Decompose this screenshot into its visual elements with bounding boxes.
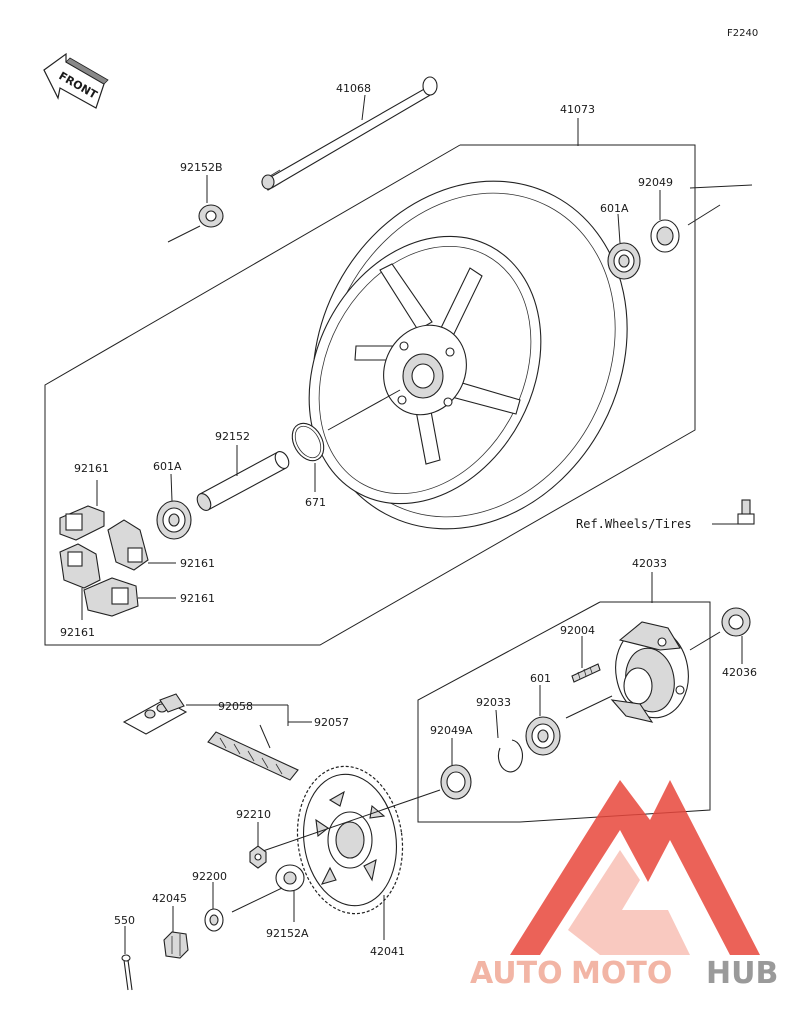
label-42036: 42036 [722, 666, 757, 679]
label-92161-d: 92161 [60, 626, 95, 639]
label-92152A: 92152A [266, 927, 309, 940]
label-92152: 92152 [215, 430, 250, 443]
sprocket-42041 [296, 765, 404, 915]
collar-92152B [198, 204, 224, 228]
damper-92161-top [59, 505, 105, 541]
axle-shaft [261, 76, 438, 191]
front-arrow-icon: FRONT [43, 52, 109, 109]
damper-92161-left [59, 543, 101, 589]
label-41073: 41073 [560, 103, 595, 116]
watermark-text-hub: HUB [706, 956, 778, 991]
label-92033: 92033 [476, 696, 511, 709]
label-41068: 41068 [336, 82, 371, 95]
label-42041: 42041 [370, 945, 405, 958]
bearing-601 [525, 716, 561, 756]
label-671: 671 [305, 496, 326, 509]
seal-92049A [440, 764, 472, 800]
nut-92210 [249, 845, 267, 869]
label-550: 550 [114, 914, 135, 927]
circlip-92033 [497, 739, 523, 773]
bearing-601A-left [156, 500, 192, 540]
label-92210: 92210 [236, 808, 271, 821]
ref-wheels-tires-label: Ref.Wheels/Tires [576, 517, 692, 531]
o-ring-671 [291, 422, 325, 462]
label-92161-c: 92161 [180, 592, 215, 605]
label-92004: 92004 [560, 624, 595, 637]
valve-stem-icon [737, 499, 755, 525]
washer-92200 [204, 908, 224, 932]
wheel-group-outline [44, 144, 696, 646]
damper-92161-bottom [83, 577, 139, 617]
cotter-pin-550 [121, 954, 133, 991]
label-92161-b: 92161 [180, 557, 215, 570]
label-92058: 92058 [218, 700, 253, 713]
coupling-hub-42033 [610, 621, 689, 723]
collar-42036 [721, 607, 751, 637]
watermark-logo [510, 780, 760, 955]
hub-group-outline [417, 601, 711, 823]
label-92049A: 92049A [430, 724, 473, 737]
damper-92161-right-upper [107, 519, 149, 571]
watermark-text-auto: AUTO [470, 956, 563, 991]
watermark-text-moto: MOTO [571, 956, 672, 991]
label-92049: 92049 [638, 176, 673, 189]
drive-chain-92057 [207, 731, 299, 781]
bearing-601A-right [607, 242, 641, 280]
castle-nut-42045 [163, 931, 189, 959]
label-92057: 92057 [314, 716, 349, 729]
collar-92152A [275, 864, 305, 892]
label-601A-left: 601A [153, 460, 182, 473]
master-link-92058 [122, 693, 188, 735]
label-42045: 42045 [152, 892, 187, 905]
label-601: 601 [530, 672, 551, 685]
label-92200: 92200 [192, 870, 227, 883]
stud-92004 [571, 663, 601, 683]
rear-wheel [308, 180, 628, 530]
label-42033: 42033 [632, 557, 667, 570]
label-601A-top: 601A [600, 202, 629, 215]
seal-92049 [650, 219, 680, 253]
label-92161-a: 92161 [74, 462, 109, 475]
collar-92152 [196, 451, 290, 511]
diagram-code: F2240 [727, 28, 758, 39]
label-92152B: 92152B [180, 161, 223, 174]
